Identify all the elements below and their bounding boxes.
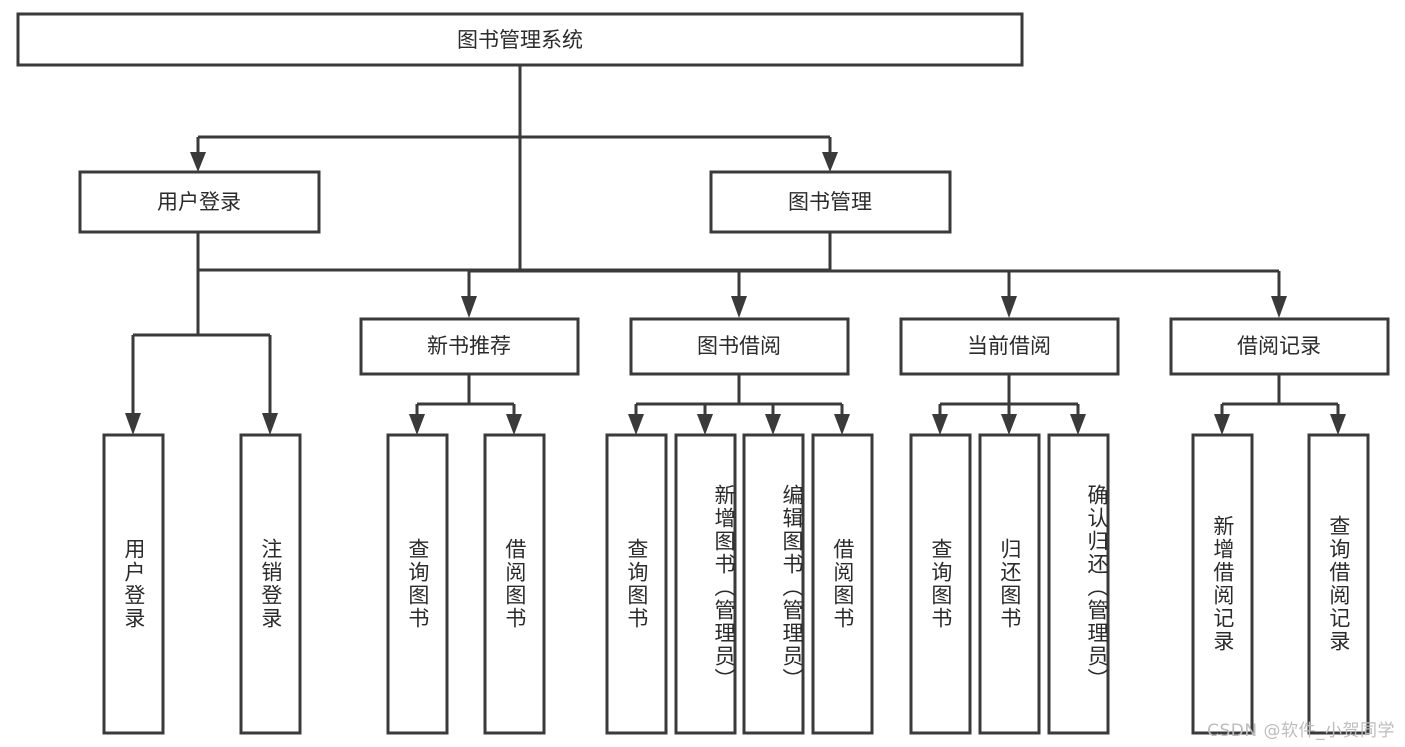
arrowhead-cb-return: [1001, 414, 1017, 435]
node-book-borrow[interactable]: 图书借阅: [629, 317, 850, 376]
node-current-borrow-label: 当前借阅: [967, 334, 1051, 358]
arrowhead-cb-query: [932, 414, 948, 435]
arrowhead-book-manage: [822, 152, 838, 172]
arrowhead-br-query: [1330, 414, 1346, 435]
node-root-box[interactable]: [16, 12, 1024, 67]
node-new-book-recommend[interactable]: 新书推荐: [359, 317, 580, 376]
node-current-borrow-box[interactable]: [899, 317, 1120, 376]
node-borrow-record[interactable]: 借阅记录: [1169, 317, 1390, 376]
arrowhead-current-borrow: [1001, 296, 1017, 318]
node-user-login-box[interactable]: [78, 170, 321, 234]
node-new-book-box[interactable]: [359, 317, 580, 376]
arrowhead-bb-borrow: [834, 414, 850, 435]
node-book-manage-box[interactable]: [709, 170, 952, 234]
leaf-box-br-add[interactable]: [1191, 433, 1254, 735]
arrowhead-borrow-record: [1271, 296, 1287, 318]
node-root[interactable]: 图书管理系统: [16, 12, 1024, 67]
arrowhead-leaf-user-login: [125, 413, 141, 435]
node-root-label: 图书管理系统: [457, 28, 583, 52]
connector-group-book-borrow: [628, 374, 850, 435]
node-book-borrow-box[interactable]: [629, 317, 850, 376]
leaf-box-nb-borrow[interactable]: [483, 433, 546, 735]
leaf-box-bb-borrow[interactable]: [811, 433, 874, 735]
connector-group-borrow-record: [1214, 374, 1346, 435]
node-new-book-label: 新书推荐: [427, 334, 511, 358]
node-borrow-record-box[interactable]: [1169, 317, 1390, 376]
arrowhead-bb-edit: [765, 414, 781, 435]
leaf-box-br-query[interactable]: [1307, 433, 1370, 735]
leaf-box-cb-return[interactable]: [978, 433, 1041, 735]
leaf-box-user-login[interactable]: [102, 433, 165, 735]
node-borrow-record-label: 借阅记录: [1237, 334, 1321, 358]
node-book-borrow-label: 图书借阅: [697, 334, 781, 358]
node-user-login-label: 用户登录: [157, 190, 241, 214]
arrowhead-bb-add: [697, 414, 713, 435]
connector-root-real: [190, 65, 838, 172]
connector-group-book-manage: [461, 232, 1287, 318]
arrowhead-bb-query: [628, 414, 644, 435]
leaf-box-bb-edit[interactable]: [742, 433, 805, 735]
node-current-borrow[interactable]: 当前借阅: [899, 317, 1120, 376]
arrowhead-nb-query: [409, 414, 425, 435]
node-book-manage[interactable]: 图书管理: [709, 170, 952, 234]
leaf-box-nb-query[interactable]: [386, 433, 449, 735]
connector-group-user-login: [125, 232, 278, 435]
arrowhead-cb-confirm: [1070, 414, 1086, 435]
arrowhead-new-book: [461, 296, 477, 318]
node-book-manage-label: 图书管理: [788, 190, 872, 214]
arrowhead-leaf-logout: [262, 413, 278, 435]
leaf-box-bb-query[interactable]: [605, 433, 668, 735]
arrowhead-book-borrow: [731, 296, 747, 318]
connector-group-root: [198, 65, 830, 272]
connector-group-new-book: [409, 374, 522, 435]
leaf-box-bb-add[interactable]: [674, 433, 737, 735]
arrowhead-br-add: [1214, 414, 1230, 435]
arrowhead-user-login: [190, 152, 206, 172]
arrowhead-nb-borrow: [506, 414, 522, 435]
connector-group-current-borrow: [932, 374, 1086, 435]
leaf-box-logout[interactable]: [239, 433, 302, 735]
node-user-login[interactable]: 用户登录: [78, 170, 321, 234]
leaf-box-cb-confirm[interactable]: [1047, 433, 1110, 735]
watermark-text: CSDN @软件_小贺同学: [1207, 721, 1395, 741]
leaf-box-cb-query[interactable]: [909, 433, 972, 735]
